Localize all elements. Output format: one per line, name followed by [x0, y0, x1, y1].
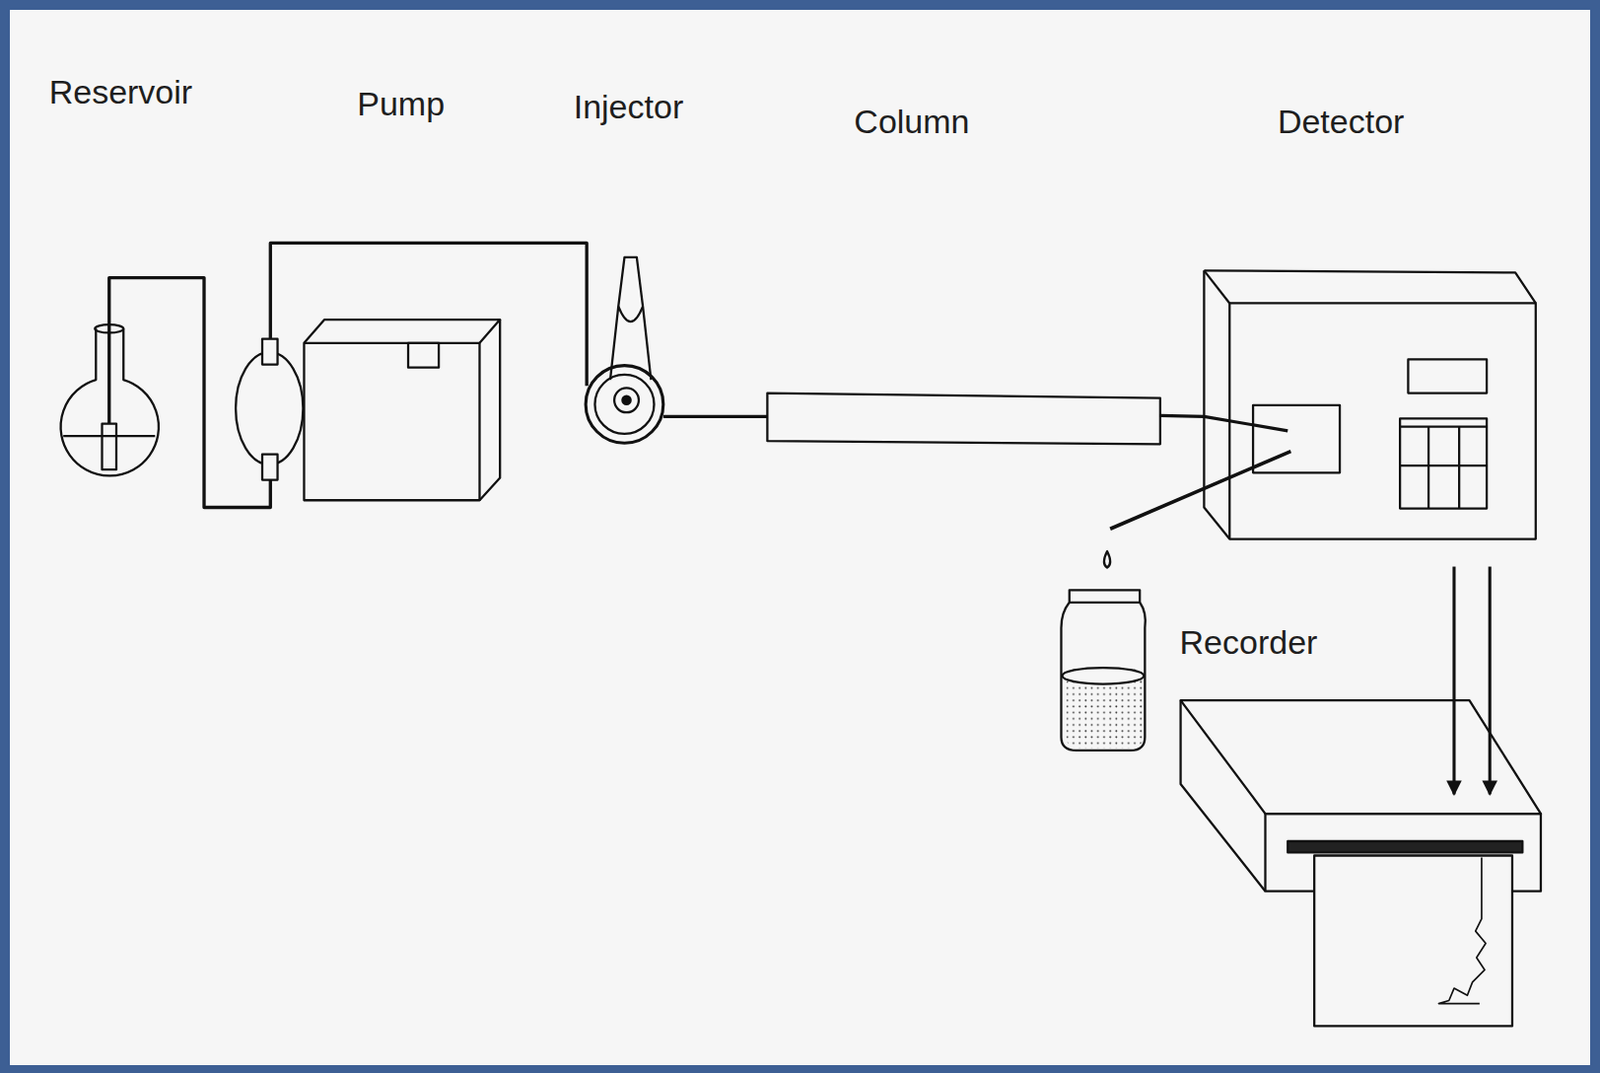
component-label: Reservoir [49, 74, 193, 109]
tubing [663, 415, 768, 418]
signal-arrow [1452, 566, 1456, 795]
signal-arrow [1488, 566, 1492, 795]
pump-valve [235, 339, 303, 481]
outlet-tubing [1110, 451, 1291, 530]
component-label: Pump [356, 86, 445, 121]
drop [1104, 551, 1111, 568]
component-label: Recorder [1180, 625, 1319, 659]
column-tube [766, 393, 1161, 445]
component-label: Detector [1277, 104, 1405, 139]
pump-box [303, 319, 500, 500]
component-label: Injector [573, 89, 685, 124]
chart-recorder [1181, 699, 1541, 1026]
tubing [1160, 415, 1288, 431]
collection-bottle [1060, 589, 1145, 751]
solvent-tubing [270, 242, 587, 386]
component-label: Column [853, 104, 970, 139]
detector-box [1203, 270, 1535, 539]
injector-valve [585, 257, 664, 443]
